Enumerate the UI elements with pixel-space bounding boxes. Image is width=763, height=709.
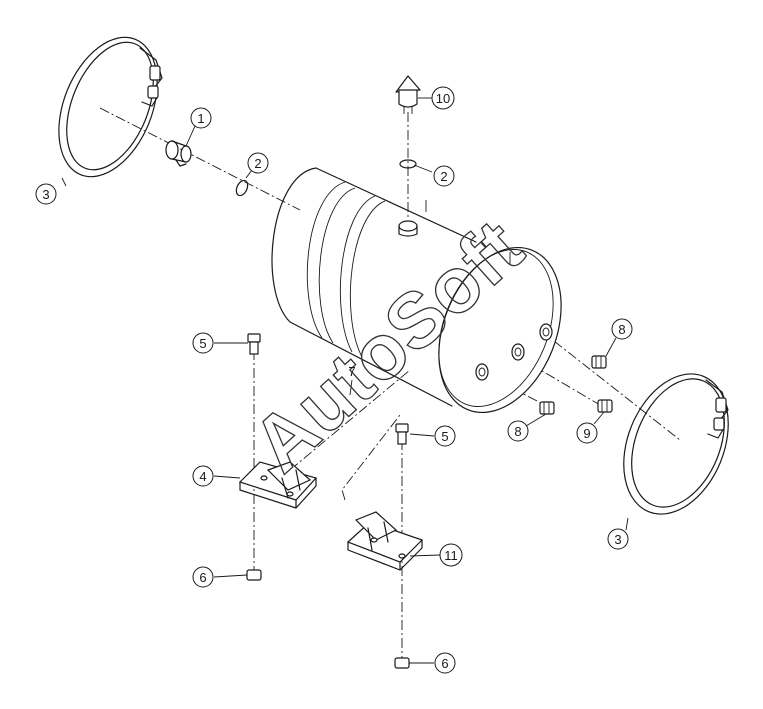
bracket-left[interactable] bbox=[238, 461, 318, 509]
o-ring-left[interactable] bbox=[234, 179, 250, 198]
svg-text:9: 9 bbox=[583, 426, 590, 441]
callout-3-right: 3 bbox=[607, 528, 629, 550]
nut-6-right[interactable] bbox=[394, 657, 410, 669]
nut-6-left[interactable] bbox=[246, 569, 262, 581]
svg-text:3: 3 bbox=[614, 532, 621, 547]
callout-2-top: 2 bbox=[433, 165, 455, 187]
callout-6-left: 6 bbox=[192, 566, 214, 588]
svg-text:8: 8 bbox=[514, 424, 521, 439]
bolt-5-left[interactable] bbox=[247, 333, 261, 355]
svg-text:8: 8 bbox=[618, 322, 625, 337]
bracket-11[interactable] bbox=[346, 511, 424, 571]
svg-text:1: 1 bbox=[197, 111, 204, 126]
callout-10: 10 bbox=[431, 86, 455, 110]
callout-6-right: 6 bbox=[434, 652, 456, 674]
air-tank[interactable] bbox=[271, 167, 584, 431]
svg-text:4: 4 bbox=[199, 469, 206, 484]
callout-5-right: 5 bbox=[434, 425, 456, 447]
o-ring-top[interactable] bbox=[399, 159, 417, 169]
svg-text:5: 5 bbox=[199, 336, 206, 351]
svg-text:6: 6 bbox=[441, 656, 448, 671]
svg-text:2: 2 bbox=[254, 156, 261, 171]
callout-9: 9 bbox=[576, 422, 598, 444]
svg-text:2: 2 bbox=[440, 169, 447, 184]
svg-text:11: 11 bbox=[444, 548, 458, 563]
callout-8-upper: 8 bbox=[611, 318, 633, 340]
callout-4: 4 bbox=[192, 465, 214, 487]
center-lines bbox=[99, 107, 681, 662]
fitting-9[interactable] bbox=[597, 399, 613, 413]
callout-7: 7 bbox=[348, 364, 355, 379]
callout-3-left: 3 bbox=[35, 183, 57, 205]
bolt-5-right[interactable] bbox=[395, 423, 409, 445]
callout-11: 11 bbox=[439, 543, 463, 567]
svg-text:3: 3 bbox=[42, 187, 49, 202]
fitting-8-lower[interactable] bbox=[539, 401, 555, 415]
svg-text:5: 5 bbox=[441, 429, 448, 444]
callout-8-lower: 8 bbox=[507, 420, 529, 442]
svg-text:6: 6 bbox=[199, 570, 206, 585]
svg-text:10: 10 bbox=[436, 91, 450, 106]
plug-10[interactable] bbox=[395, 75, 421, 114]
clamp-left[interactable] bbox=[40, 23, 176, 191]
callout-1: 1 bbox=[190, 107, 212, 129]
callout-2-left: 2 bbox=[247, 152, 269, 174]
callout-5-left: 5 bbox=[192, 332, 214, 354]
fitting-1[interactable] bbox=[165, 140, 192, 167]
svg-text:7: 7 bbox=[348, 364, 355, 379]
leader-lines bbox=[61, 97, 629, 664]
clamp-right[interactable] bbox=[604, 358, 748, 529]
fitting-8-upper[interactable] bbox=[591, 355, 607, 369]
